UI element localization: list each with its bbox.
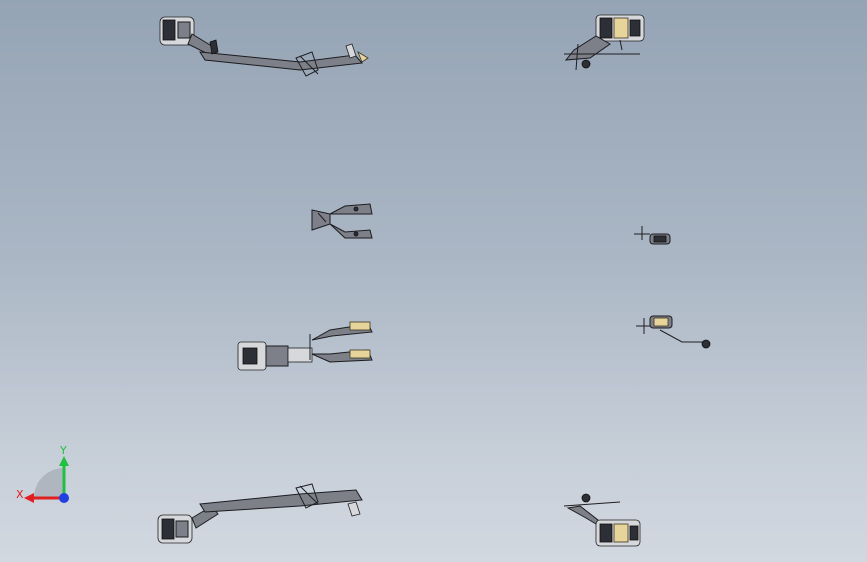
triad-z-axis <box>59 493 69 503</box>
triad-x-arrowhead <box>24 493 34 503</box>
triad-y-label: Y <box>59 444 67 457</box>
triad-x-label: X <box>16 488 24 501</box>
triad-y-arrowhead <box>59 456 69 466</box>
